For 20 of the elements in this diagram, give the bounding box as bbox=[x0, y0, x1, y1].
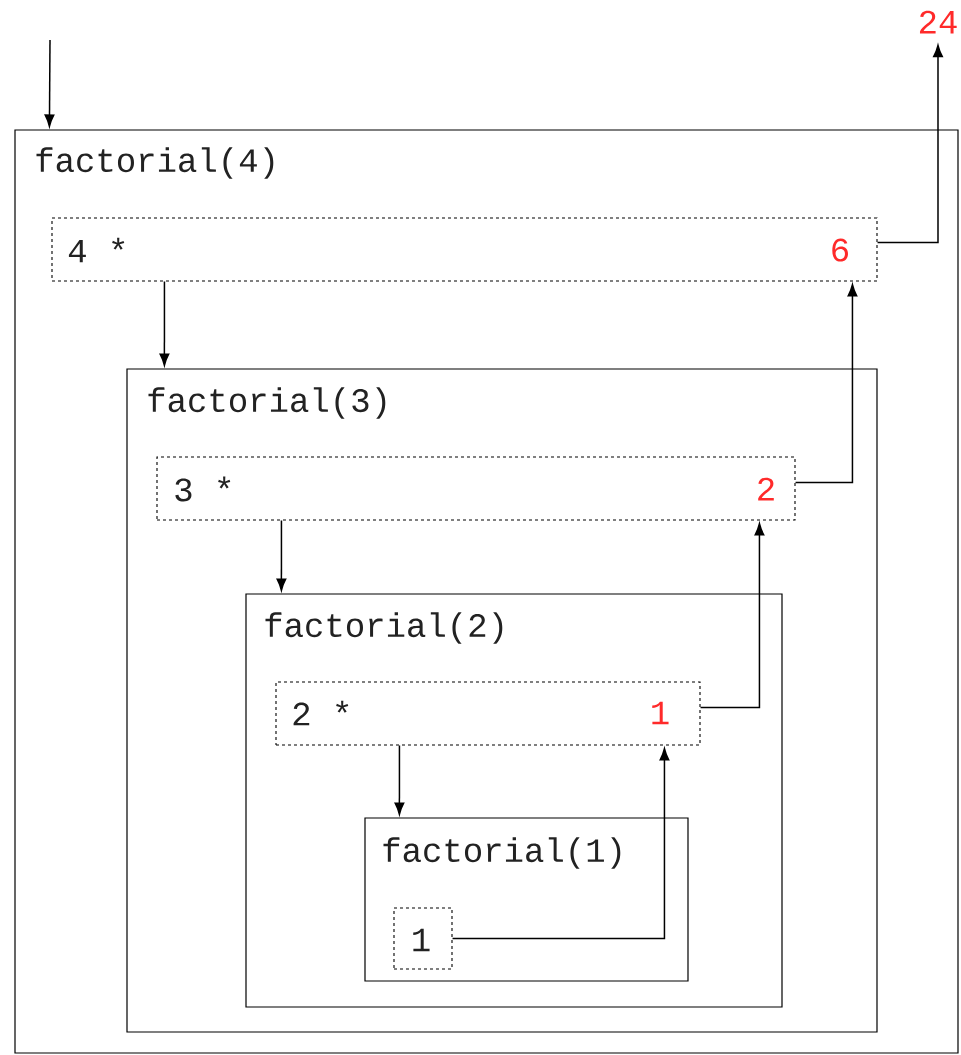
result-value: 1 bbox=[652, 701, 669, 725]
code-text: factorial(2) bbox=[265, 612, 503, 644]
result-value: 2 bbox=[758, 477, 774, 501]
arrow bbox=[44, 39, 55, 127]
arrow bbox=[794, 283, 858, 484]
result-value: 24 bbox=[920, 10, 957, 34]
code-text: 4 * bbox=[68, 237, 125, 263]
arrow bbox=[159, 280, 170, 366]
code-text: factorial(3) bbox=[148, 387, 386, 419]
arrow bbox=[699, 522, 765, 709]
code-text: 3 * bbox=[175, 476, 231, 502]
arrow bbox=[276, 519, 287, 591]
code-text: factorial(4) bbox=[36, 147, 274, 179]
code-text: 1 bbox=[413, 928, 430, 952]
code-text: factorial(1) bbox=[383, 837, 621, 869]
result-value: 6 bbox=[832, 238, 848, 262]
code-text: 2 * bbox=[293, 700, 349, 726]
arrow bbox=[394, 744, 405, 815]
arrow bbox=[451, 747, 670, 940]
arrow bbox=[876, 44, 943, 244]
